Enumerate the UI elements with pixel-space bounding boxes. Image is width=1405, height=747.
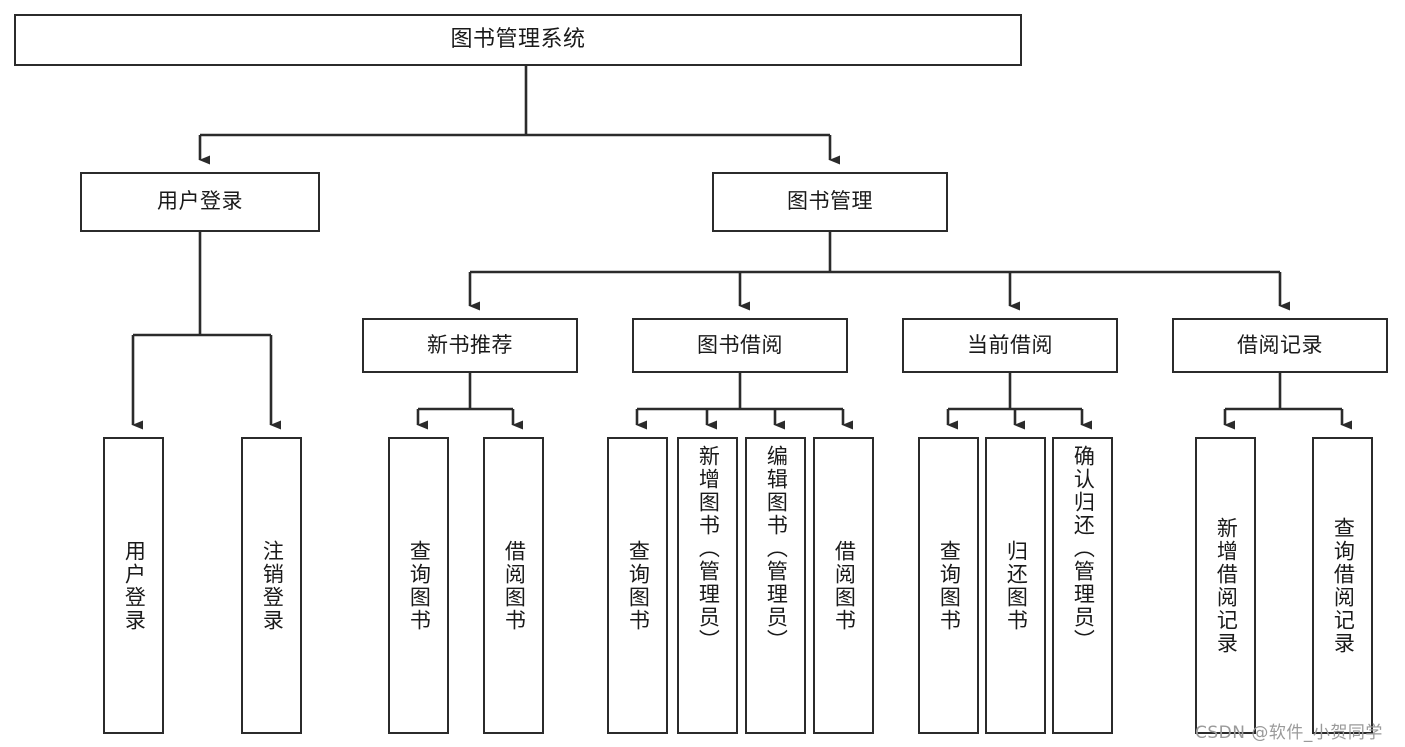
node-current-borrow-label: 当前借阅 — [967, 332, 1053, 357]
node-borrow-record[interactable]: 借阅记录 — [1172, 318, 1388, 373]
leaf-label: 归还图书 — [1004, 539, 1029, 632]
leaf-borrow-book[interactable]: 借阅图书 — [813, 437, 874, 734]
leaf-label: 查询图书 — [937, 539, 962, 632]
node-user-login-label: 用户登录 — [157, 189, 243, 214]
leaf-label: 借阅图书 — [832, 539, 857, 632]
node-borrow-record-label: 借阅记录 — [1237, 332, 1323, 357]
leaf-user-logout[interactable]: 注销登录 — [241, 437, 302, 734]
leaf-query-book-recommend[interactable]: 查询图书 — [388, 437, 449, 734]
leaf-label: 确认归还（管理员） — [1071, 445, 1096, 652]
leaf-user-login[interactable]: 用户登录 — [103, 437, 164, 734]
leaf-query-book-borrow[interactable]: 查询图书 — [607, 437, 668, 734]
leaf-label: 新增借阅记录 — [1214, 516, 1239, 655]
node-book-management[interactable]: 图书管理 — [712, 172, 948, 232]
leaf-confirm-return-admin[interactable]: 确认归还（管理员） — [1052, 437, 1113, 734]
leaf-borrow-book-recommend[interactable]: 借阅图书 — [483, 437, 544, 734]
leaf-edit-book-admin[interactable]: 编辑图书（管理员） — [745, 437, 806, 734]
leaf-label: 用户登录 — [122, 539, 147, 632]
watermark: CSDN @软件_小贺同学 — [1195, 723, 1383, 743]
node-new-book-recommend-label: 新书推荐 — [427, 332, 513, 357]
node-root[interactable]: 图书管理系统 — [14, 14, 1022, 66]
node-book-borrow-label: 图书借阅 — [697, 332, 783, 357]
leaf-query-borrow-record[interactable]: 查询借阅记录 — [1312, 437, 1373, 734]
node-book-management-label: 图书管理 — [787, 189, 873, 214]
leaf-label: 借阅图书 — [502, 539, 527, 632]
node-root-label: 图书管理系统 — [450, 26, 586, 52]
leaf-query-book-current[interactable]: 查询图书 — [918, 437, 979, 734]
node-new-book-recommend[interactable]: 新书推荐 — [362, 318, 578, 373]
leaf-label: 查询借阅记录 — [1331, 516, 1356, 655]
leaf-label: 编辑图书（管理员） — [764, 445, 789, 652]
leaf-label: 新增图书（管理员） — [696, 445, 721, 652]
leaf-add-borrow-record[interactable]: 新增借阅记录 — [1195, 437, 1256, 734]
node-user-login[interactable]: 用户登录 — [80, 172, 320, 232]
leaf-label: 注销登录 — [260, 539, 285, 632]
leaf-label: 查询图书 — [407, 539, 432, 632]
leaf-return-book[interactable]: 归还图书 — [985, 437, 1046, 734]
node-current-borrow[interactable]: 当前借阅 — [902, 318, 1118, 373]
leaf-add-book-admin[interactable]: 新增图书（管理员） — [677, 437, 738, 734]
leaf-label: 查询图书 — [626, 539, 651, 632]
node-book-borrow[interactable]: 图书借阅 — [632, 318, 848, 373]
